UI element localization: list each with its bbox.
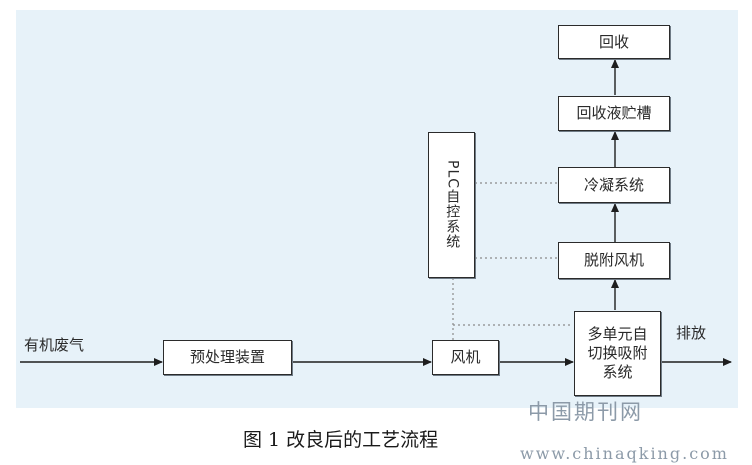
recover-tank-label: 回收液贮槽 <box>576 104 652 123</box>
watermark-cn: 中国期刊网 <box>528 400 643 424</box>
plc-box: PLC自控系统 <box>428 132 475 278</box>
recover-box: 回收 <box>558 25 670 59</box>
recover-tank-box: 回收液贮槽 <box>558 96 670 131</box>
condense-box: 冷凝系统 <box>558 167 670 203</box>
fan-box: 风机 <box>432 340 499 375</box>
desorb-fan-box: 脱附风机 <box>558 242 670 279</box>
recover-label: 回收 <box>598 32 629 51</box>
fan-label: 风机 <box>450 348 481 367</box>
desorb-fan-label: 脱附风机 <box>583 251 644 270</box>
figure-caption: 图 1 改良后的工艺流程 <box>243 429 439 451</box>
pretreatment-label: 预处理装置 <box>189 348 265 367</box>
adsorb-label: 多单元自切换吸附系统 <box>587 325 648 381</box>
input-label: 有机废气 <box>24 336 85 354</box>
condense-label: 冷凝系统 <box>583 175 644 194</box>
output-label: 排放 <box>676 324 707 342</box>
adsorb-box: 多单元自切换吸附系统 <box>574 311 661 396</box>
watermark-url: www.chinaqking.com <box>520 444 729 463</box>
plc-control-lines <box>452 182 573 340</box>
plc-label: PLC自控系统 <box>444 160 461 250</box>
pretreatment-box: 预处理装置 <box>163 340 292 375</box>
